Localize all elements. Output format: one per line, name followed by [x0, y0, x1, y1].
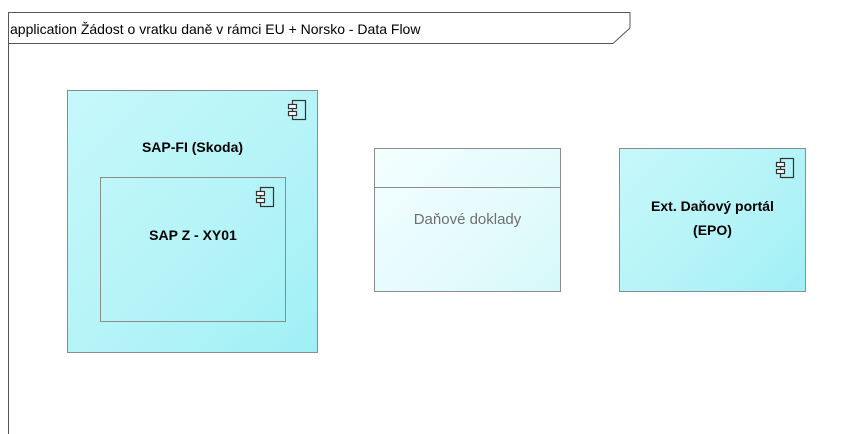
component-sap-z[interactable]: SAP Z - XY01: [100, 177, 286, 322]
component-sap-fi[interactable]: SAP-FI (Skoda) SAP Z - XY01: [67, 90, 318, 353]
component-icon: [255, 186, 275, 208]
danove-doklady-label: Daňové doklady: [413, 211, 522, 228]
sap-fi-label: SAP-FI (Skoda): [141, 139, 244, 155]
component-epo[interactable]: Ext. Daňový portál (EPO): [619, 148, 806, 292]
epo-label-line1: Ext. Daňový portál: [651, 198, 774, 214]
datastore-danove-doklady[interactable]: Daňové doklady: [374, 148, 561, 292]
sap-z-label: SAP Z - XY01: [149, 227, 237, 243]
epo-label-line2: (EPO): [693, 222, 732, 238]
component-icon: [775, 157, 795, 179]
frame-title: application Žádost o vratku daně v rámci…: [10, 21, 421, 37]
datastore-divider: [375, 187, 560, 188]
component-icon: [287, 99, 307, 121]
